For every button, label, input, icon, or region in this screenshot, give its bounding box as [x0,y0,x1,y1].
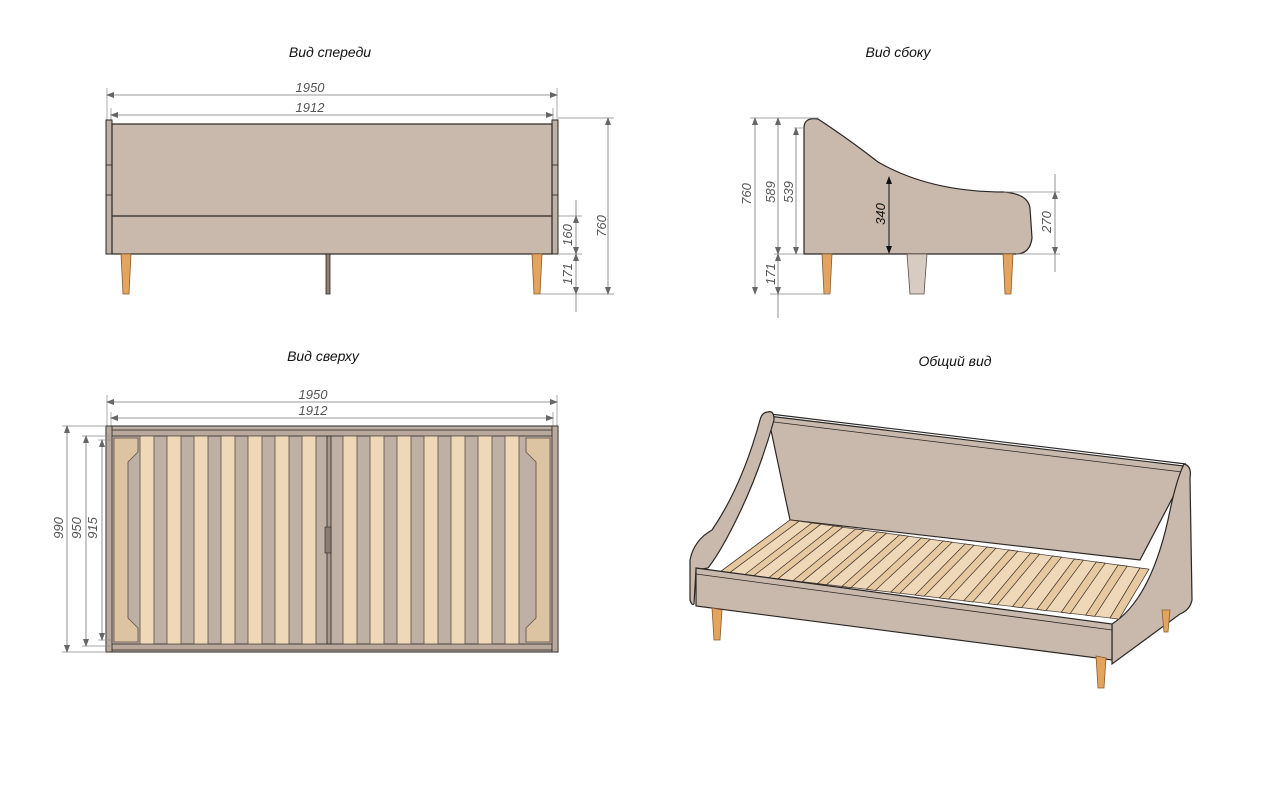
front-left-arm [105,119,113,255]
top-slat [220,435,236,645]
top-right-arm [551,425,559,653]
top-front-rail [107,643,557,651]
iso-front-rail [695,567,1113,661]
iso-leg-front-right [1095,655,1107,689]
side-center-support [906,253,928,295]
side-dim-589: 589 [763,181,778,203]
top-dim-1950: 1950 [299,387,329,402]
top-slat [193,435,209,645]
side-dim-171: 171 [763,263,778,285]
top-slat [450,435,466,645]
front-dim-1912: 1912 [296,100,326,115]
front-dim-1950: 1950 [296,80,326,95]
side-view-title: Вид сбоку [865,44,931,60]
front-view-title: Вид спереди [289,44,371,60]
side-leg-back [1002,253,1014,295]
iso-slat [1011,555,1063,609]
side-dim-270: 270 [1039,210,1054,233]
side-leg-front [821,253,833,295]
iso-slat [865,537,932,591]
top-view-title: Вид сверху [287,348,360,364]
top-slat [166,435,182,645]
top-dim-1912: 1912 [299,403,329,418]
iso-left-armrest [689,411,775,606]
iso-slat [963,549,1019,603]
top-dim-950: 950 [69,516,84,538]
iso-slat [938,546,997,600]
top-slat [342,435,358,645]
iso-leg-front-left [711,607,723,641]
top-slat [139,435,155,645]
side-profile [803,118,1033,255]
top-slat [369,435,385,645]
iso-slat [1060,561,1106,614]
top-dim-990: 990 [51,516,66,538]
front-leg-right [531,253,543,295]
front-leg-left [120,253,132,295]
side-dim-539: 539 [781,181,796,203]
front-view: Вид спереди 1950 1912 760 160 [105,44,614,312]
top-dim-915: 915 [85,516,100,538]
iso-slat [1085,564,1128,617]
iso-leg-back-right [1161,609,1171,633]
top-slat [247,435,263,645]
top-center-bracket [324,526,332,554]
front-dim-160: 160 [560,223,575,245]
front-center-support [325,253,331,295]
iso-slat [987,552,1041,606]
top-slat-holder-right [525,437,551,643]
top-slat [301,435,317,645]
side-view: Вид сбоку 340 760 589 539 171 270 [739,44,1060,318]
top-slat-holder-left [113,437,139,643]
top-backrest-edge [107,429,557,437]
front-right-arm [551,119,559,255]
front-backrest [111,123,553,255]
iso-slats [719,519,1150,620]
top-slats [139,435,520,645]
side-dim-760: 760 [739,182,754,204]
front-dim-171: 171 [560,263,575,285]
top-slat [423,435,439,645]
iso-slat [1109,567,1150,620]
top-view: Вид сверху 1950 1912 990 950 915 [51,348,559,653]
top-slat [396,435,412,645]
iso-view-title: Общий вид [919,353,992,369]
top-slat [504,435,520,645]
iso-slat [816,531,888,586]
front-dim-760: 760 [594,214,609,236]
iso-backrest [767,415,1185,561]
iso-slat [914,543,975,597]
top-slat [274,435,290,645]
top-slat [477,435,493,645]
side-dim-340: 340 [873,202,888,224]
top-left-arm [105,425,113,653]
iso-slat [889,540,953,594]
iso-slat [1036,558,1085,611]
iso-slat [841,534,910,588]
iso-view: Общий вид [689,353,1193,689]
